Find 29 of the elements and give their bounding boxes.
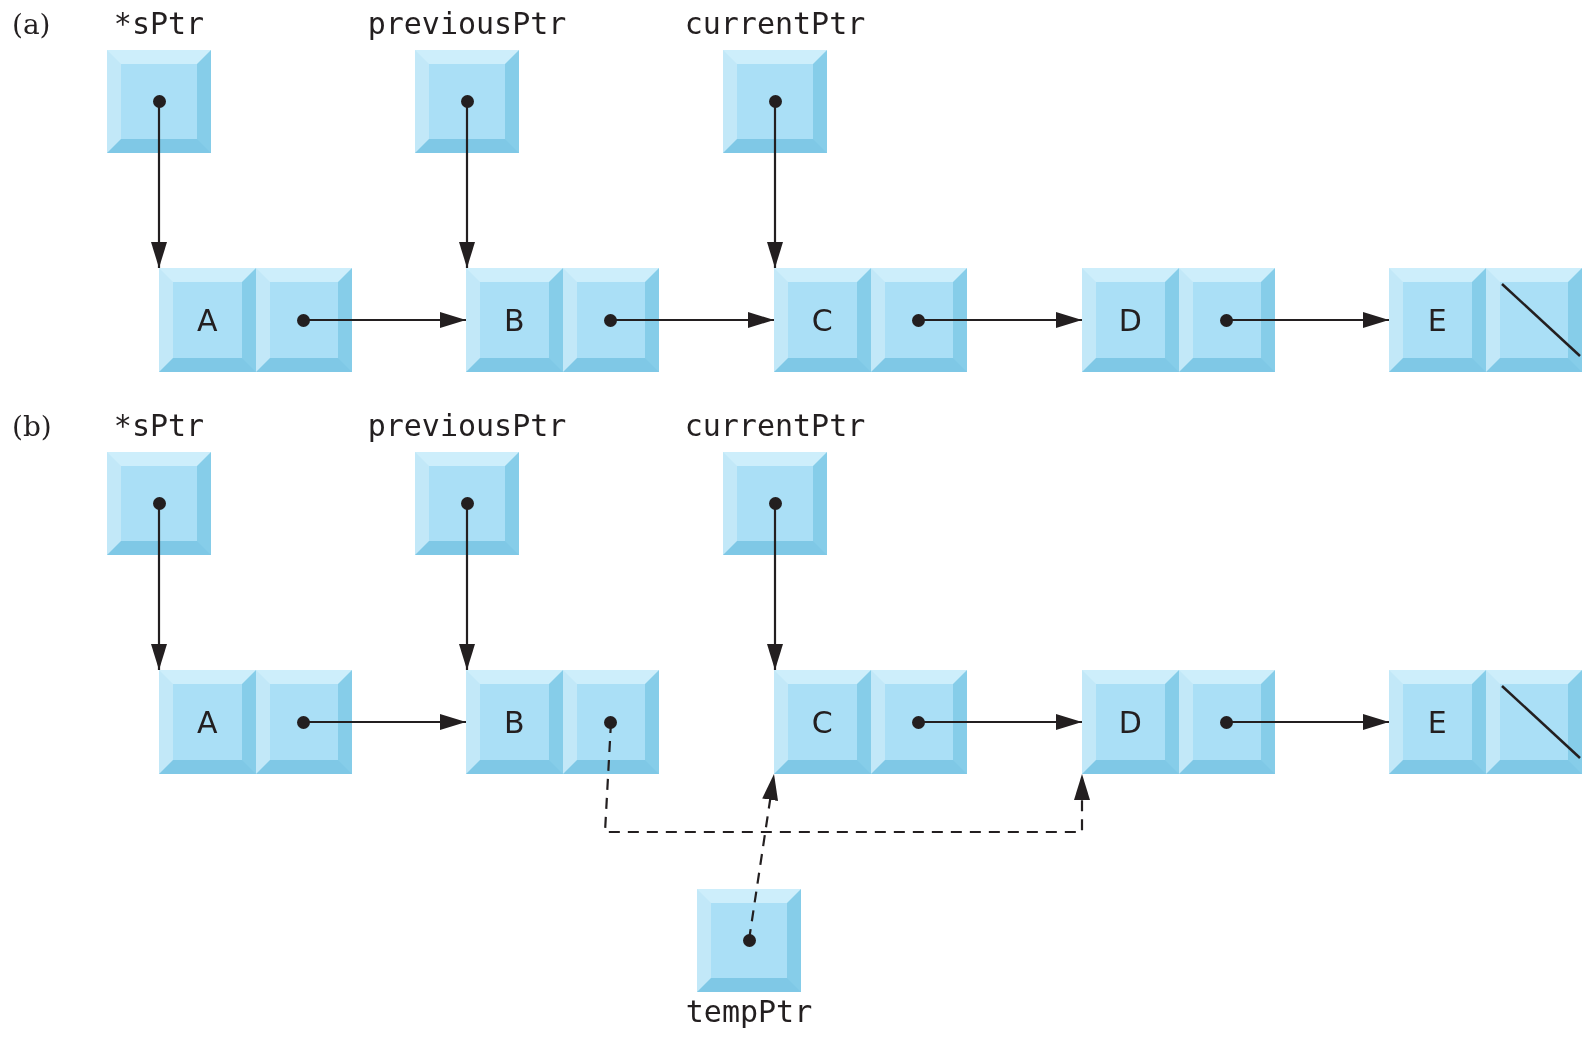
data-field: B — [466, 670, 563, 774]
data-field: B — [466, 268, 563, 372]
list-node — [1389, 670, 1582, 774]
list-node — [774, 670, 967, 774]
data-field: E — [1389, 670, 1486, 774]
part-label: (a) — [12, 8, 51, 41]
list-node — [466, 670, 659, 774]
list-node — [1389, 268, 1582, 372]
data-field: C — [774, 268, 871, 372]
data-field: C — [774, 670, 871, 774]
variable-name: tempPtr — [685, 995, 813, 1028]
variable-name: *sPtr — [113, 7, 205, 40]
list-node — [159, 670, 352, 774]
data-field: D — [1082, 268, 1179, 372]
data-field: A — [159, 268, 256, 372]
list-node — [1082, 670, 1275, 774]
list-node — [466, 268, 659, 372]
part-label: (b) — [12, 410, 52, 443]
list-node — [774, 268, 967, 372]
list-node — [159, 268, 352, 372]
variable-name: previousPtr — [367, 409, 567, 442]
list-node — [1082, 268, 1275, 372]
variable-name: *sPtr — [113, 409, 205, 442]
data-field: D — [1082, 670, 1179, 774]
data-field: A — [159, 670, 256, 774]
variable-name: currentPtr — [684, 409, 866, 442]
data-field: E — [1389, 268, 1486, 372]
variable-name: currentPtr — [684, 7, 866, 40]
variable-name: previousPtr — [367, 7, 567, 40]
